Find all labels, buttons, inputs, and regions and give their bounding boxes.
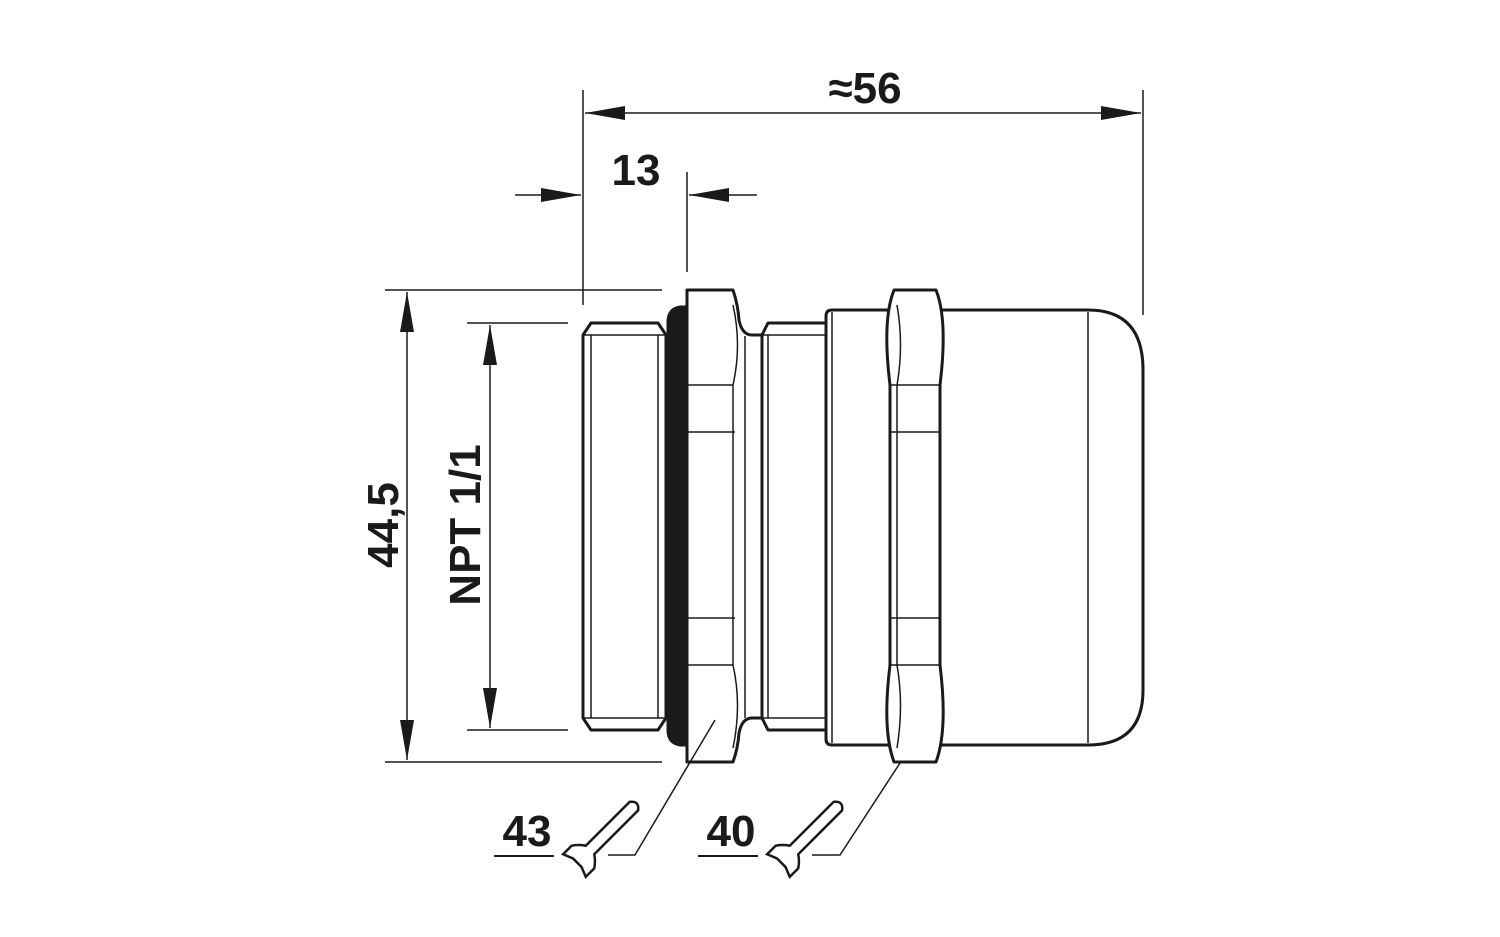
sealing-nut xyxy=(885,288,945,764)
cable-gland-part xyxy=(581,288,1145,764)
thread-length-label: 13 xyxy=(612,146,661,195)
dimension-thread-length: 13 xyxy=(515,146,757,272)
wrench-size-callout-1: 43 xyxy=(494,719,716,880)
wrench-icon xyxy=(764,800,844,880)
lock-nut xyxy=(685,288,764,764)
dimension-thread-type: NPT 1/1 xyxy=(441,322,568,731)
wrench-size-2-label: 40 xyxy=(707,807,756,856)
sealing-gasket xyxy=(666,305,689,747)
body-thread xyxy=(760,321,828,732)
dimension-outer-height: 44,5 xyxy=(359,289,662,763)
overall-length-label: ≈56 xyxy=(828,64,901,113)
thread-type-label: NPT 1/1 xyxy=(441,444,490,605)
wrench-size-callout-2: 40 xyxy=(698,762,901,880)
wrench-size-1-label: 43 xyxy=(503,807,552,856)
dimension-overall-length: ≈56 xyxy=(582,64,1144,315)
gland-body xyxy=(824,308,1145,747)
outer-height-label: 44,5 xyxy=(359,482,408,568)
thread-section xyxy=(581,321,668,732)
wrench-icon xyxy=(560,800,640,880)
